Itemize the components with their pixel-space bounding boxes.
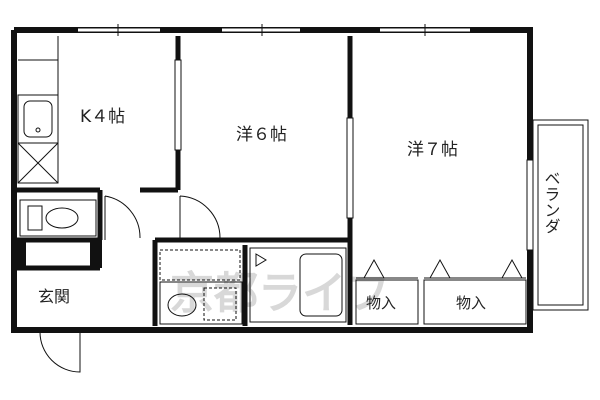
room-label-storage-2: 物入: [456, 294, 486, 312]
outer-walls: [11, 27, 533, 333]
room-label-entrance: 玄関: [38, 287, 70, 306]
room-label-kitchen: K４帖: [80, 107, 125, 127]
door-swings: [39, 195, 221, 373]
balcony: [532, 119, 589, 311]
room-label-western-7: 洋７帖: [407, 140, 458, 160]
entrance-wall-block-2: [90, 240, 102, 268]
watermark: 京都ライフ: [170, 268, 390, 319]
room-label-western-6: 洋６帖: [236, 125, 287, 145]
storage-units: [355, 258, 527, 325]
washroom-area: [159, 249, 241, 281]
toilet-icon: [19, 199, 97, 237]
sink-icon: [17, 94, 59, 144]
room-label-balcony: ベランダ: [542, 170, 561, 234]
room-label-storage-1: 物入: [366, 294, 396, 312]
window-lines-top: [78, 24, 470, 36]
washbasin-icon: [159, 281, 243, 325]
stove-icon: [17, 142, 59, 184]
bathtub-icon: [249, 247, 347, 323]
sliding-doors: [174, 59, 534, 251]
entrance-wall-block: [14, 240, 26, 268]
